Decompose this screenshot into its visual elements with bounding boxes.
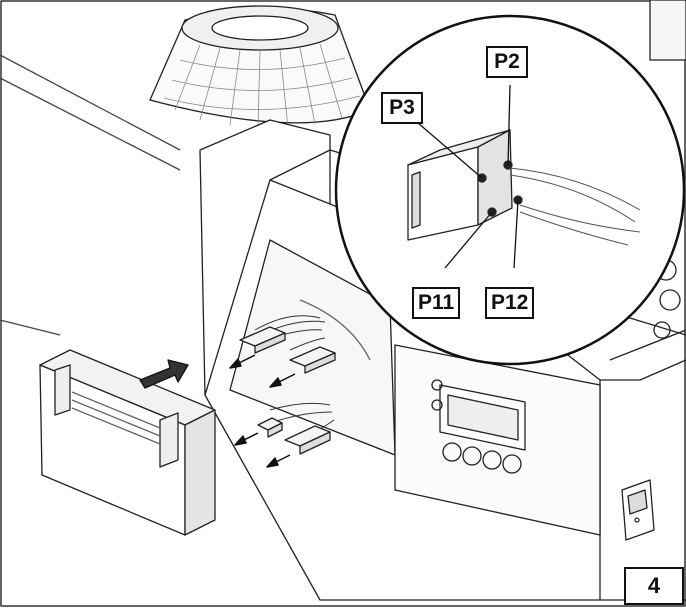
background-rails [0, 54, 181, 336]
connector-plugs [239, 326, 336, 455]
callout-p3: P3 [381, 92, 423, 124]
control-panel [394, 344, 601, 536]
step-number-badge: 4 [624, 567, 684, 605]
callout-p2: P2 [486, 46, 528, 78]
hopper-bowl [149, 5, 371, 129]
rocker-switch [621, 479, 655, 541]
detail-magnifier [334, 14, 686, 366]
callout-p11: P11 [412, 287, 461, 319]
callout-p12: P12 [485, 287, 535, 319]
cover-panel [39, 349, 216, 536]
side-fittings [619, 0, 686, 339]
insert-arrow [139, 359, 189, 389]
disconnect-arrows [229, 354, 296, 468]
